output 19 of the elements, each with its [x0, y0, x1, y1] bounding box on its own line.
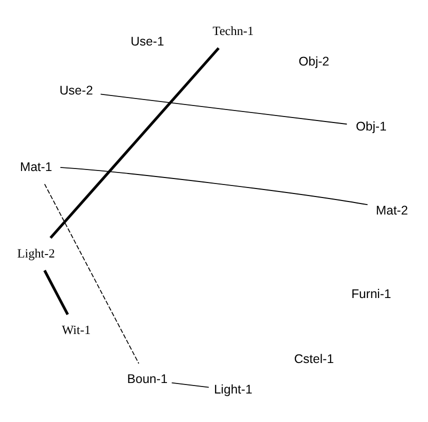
connector: [171, 382, 210, 388]
connector: [50, 47, 220, 239]
node-text: Wit-1: [62, 323, 91, 338]
connector: [43, 270, 69, 316]
node-text: Use-1: [130, 34, 164, 48]
connector: [60, 167, 368, 206]
node-text: Mat-1: [20, 160, 52, 174]
node-text: Cstel-1: [294, 352, 334, 366]
node-text: Use-2: [59, 84, 93, 98]
connector: [100, 94, 348, 125]
node-text: Mat-2: [376, 203, 408, 218]
connector: [44, 184, 140, 364]
node-text: Light-1: [214, 382, 252, 397]
node-text: Obj-1: [356, 119, 387, 134]
node-text: Furni-1: [351, 287, 392, 302]
node-text: Techn-1: [212, 24, 254, 38]
node-text: Obj-2: [298, 54, 330, 69]
node-text: Light-2: [17, 246, 55, 261]
node-text: Boun-1: [127, 372, 168, 386]
